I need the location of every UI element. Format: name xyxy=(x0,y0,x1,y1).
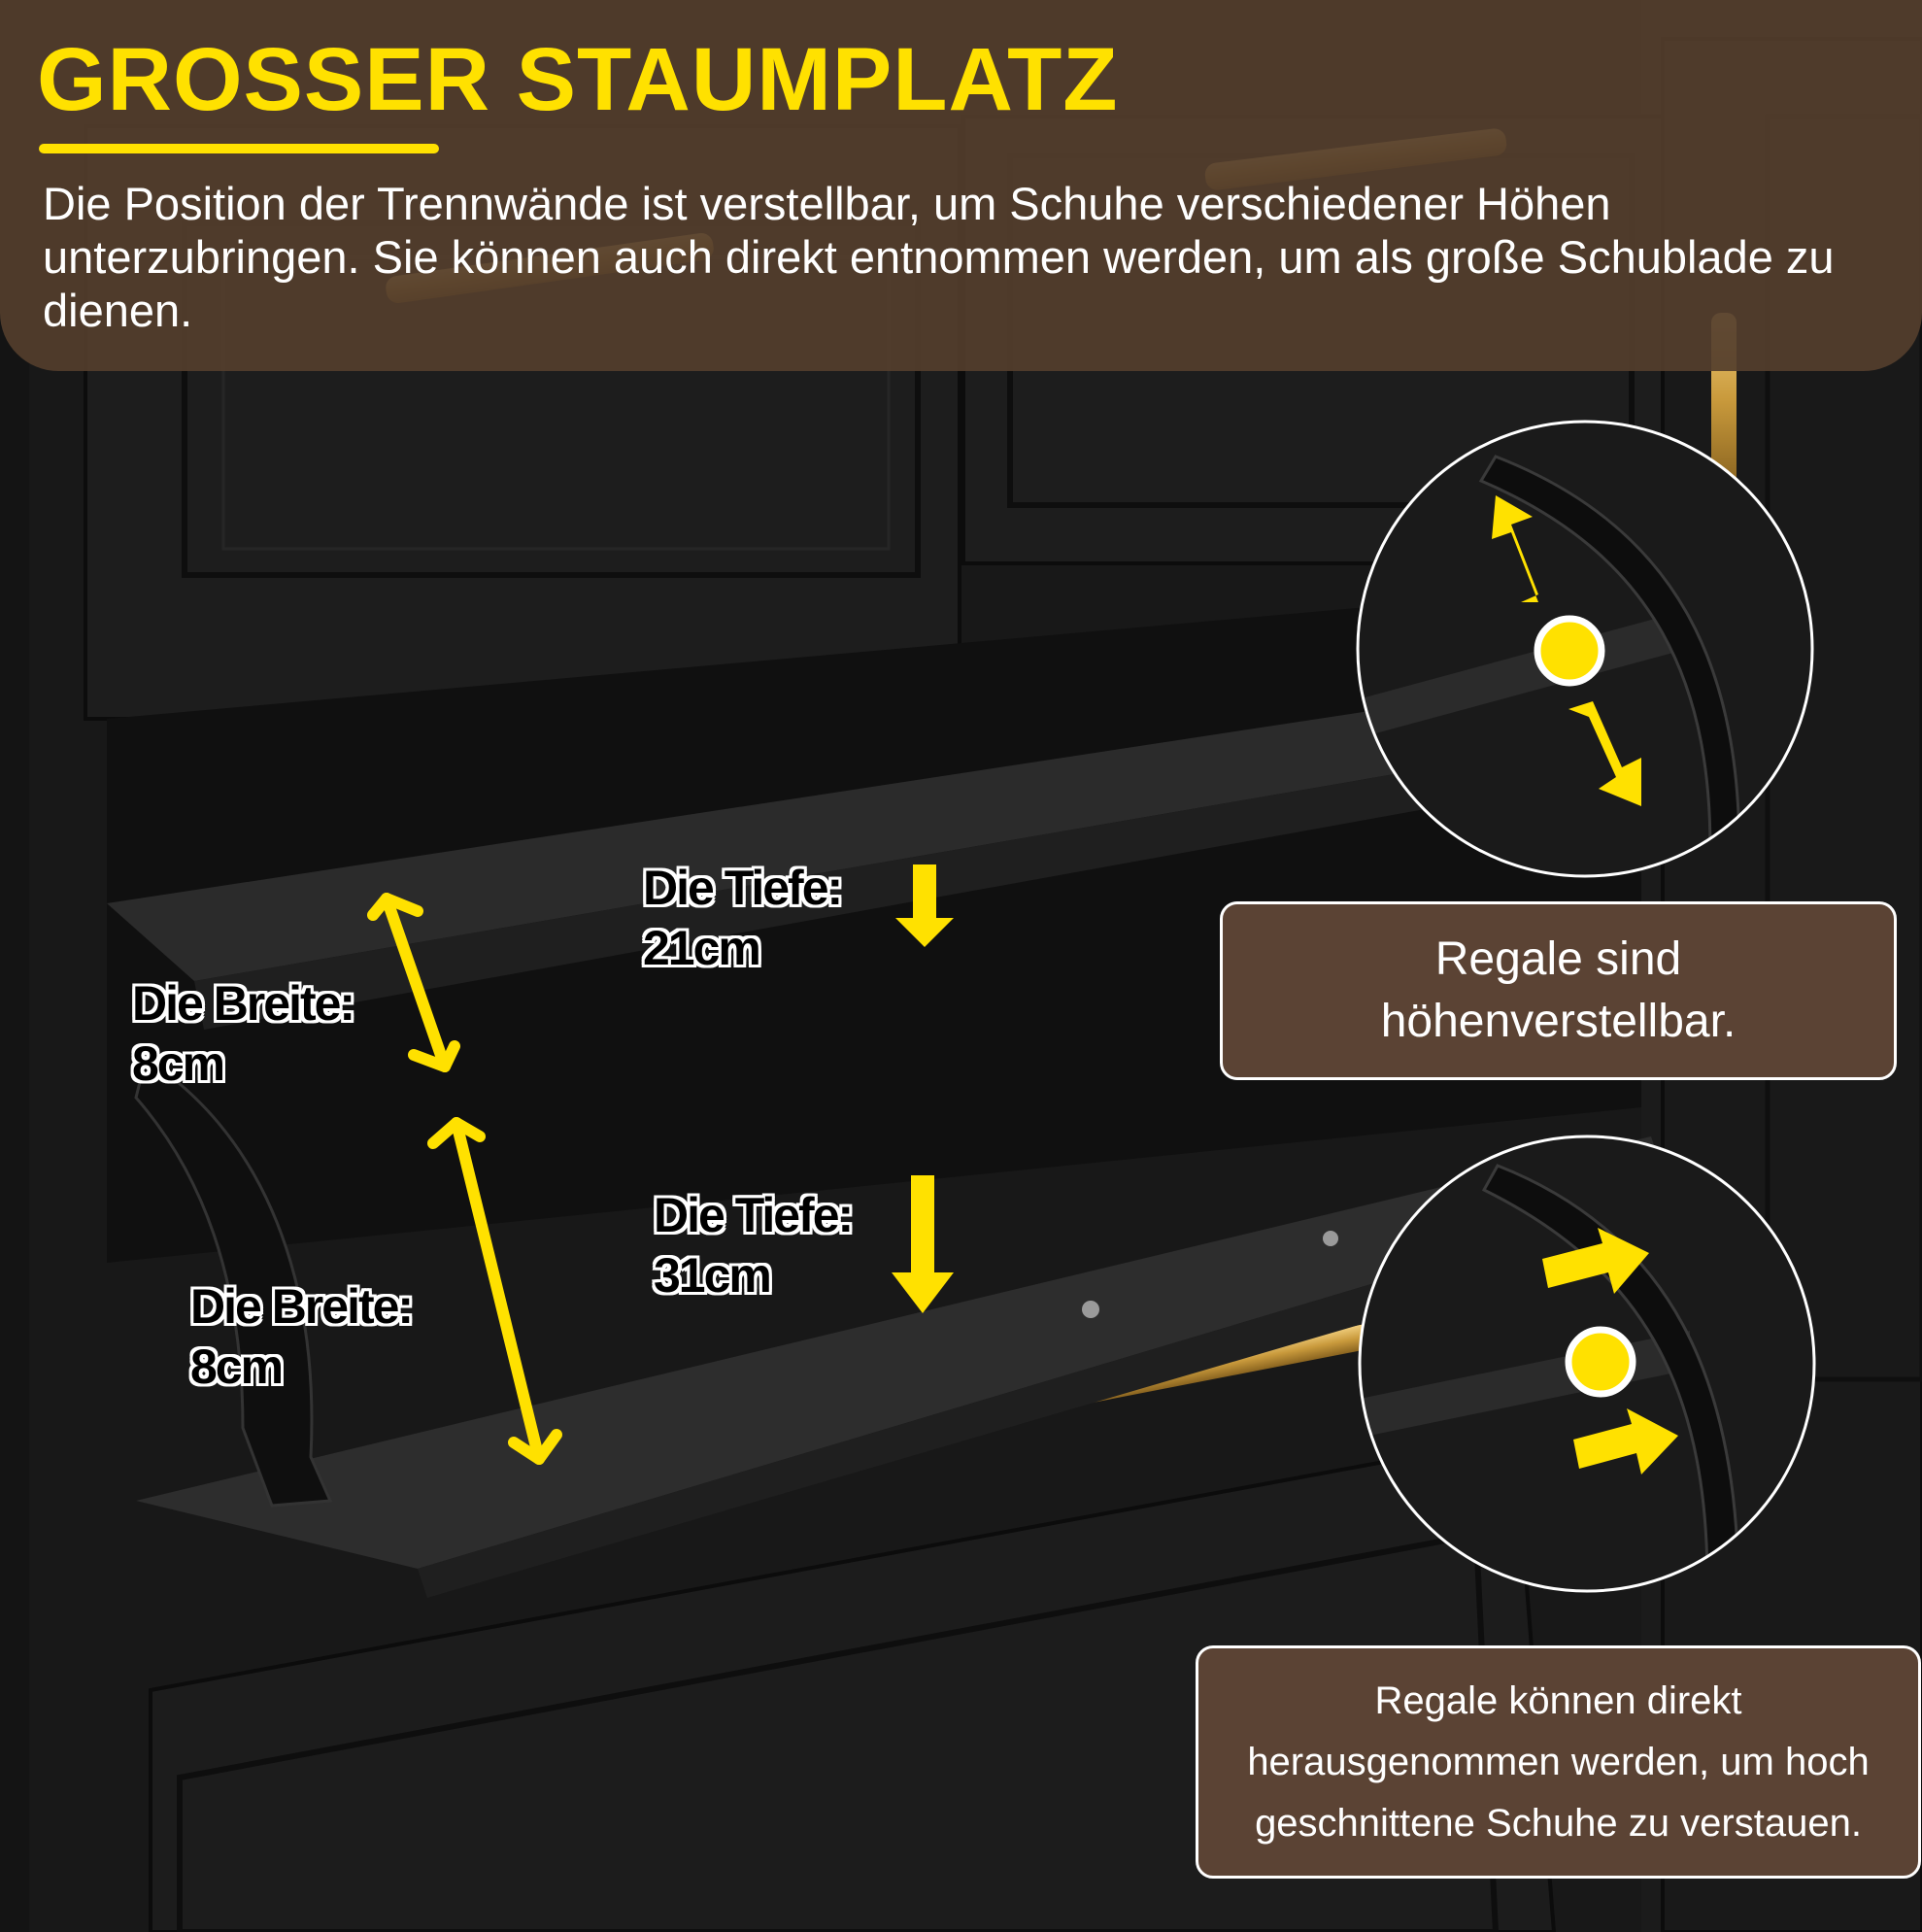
arrow-right-icon xyxy=(1542,1228,1678,1474)
arrow-down-icon xyxy=(1568,701,1641,806)
height-arrow-lower xyxy=(427,1117,562,1465)
shoe-shelf-lower xyxy=(136,1136,1670,1598)
hinge-bracket xyxy=(134,1056,333,1508)
depth-label-lower: Die Tiefe: 31cm xyxy=(654,1188,854,1303)
callout-removable-shelves: Regale können direkt herausgenommen werd… xyxy=(1196,1645,1921,1879)
height-arrow-upper xyxy=(367,893,460,1072)
width-label-lower: Die Breite: 8cm xyxy=(190,1279,414,1394)
callout-adjustable-shelves: Regale sind höhenverstellbar. xyxy=(1220,901,1897,1080)
arrow-up-icon xyxy=(1492,495,1538,602)
depth-label-upper: Die Tiefe: 21cm xyxy=(643,861,843,975)
pivot-point-icon xyxy=(1565,1326,1636,1398)
dimension-arrows xyxy=(367,893,562,1465)
depth-arrow-lower xyxy=(892,1175,954,1313)
page-title: GROSSER STAUMPLATZ xyxy=(37,30,1119,129)
width-label-upper: Die Breite: 8cm xyxy=(132,976,355,1091)
depth-arrow-upper xyxy=(895,864,954,947)
detail-circle-removable xyxy=(1358,1135,1816,1593)
header-banner xyxy=(0,0,1922,371)
pivot-point-icon xyxy=(1534,615,1605,687)
title-underline xyxy=(39,144,439,153)
description-text: Die Position der Trennwände ist verstell… xyxy=(43,178,1835,336)
shoe-shelf-upper xyxy=(107,680,1602,1030)
